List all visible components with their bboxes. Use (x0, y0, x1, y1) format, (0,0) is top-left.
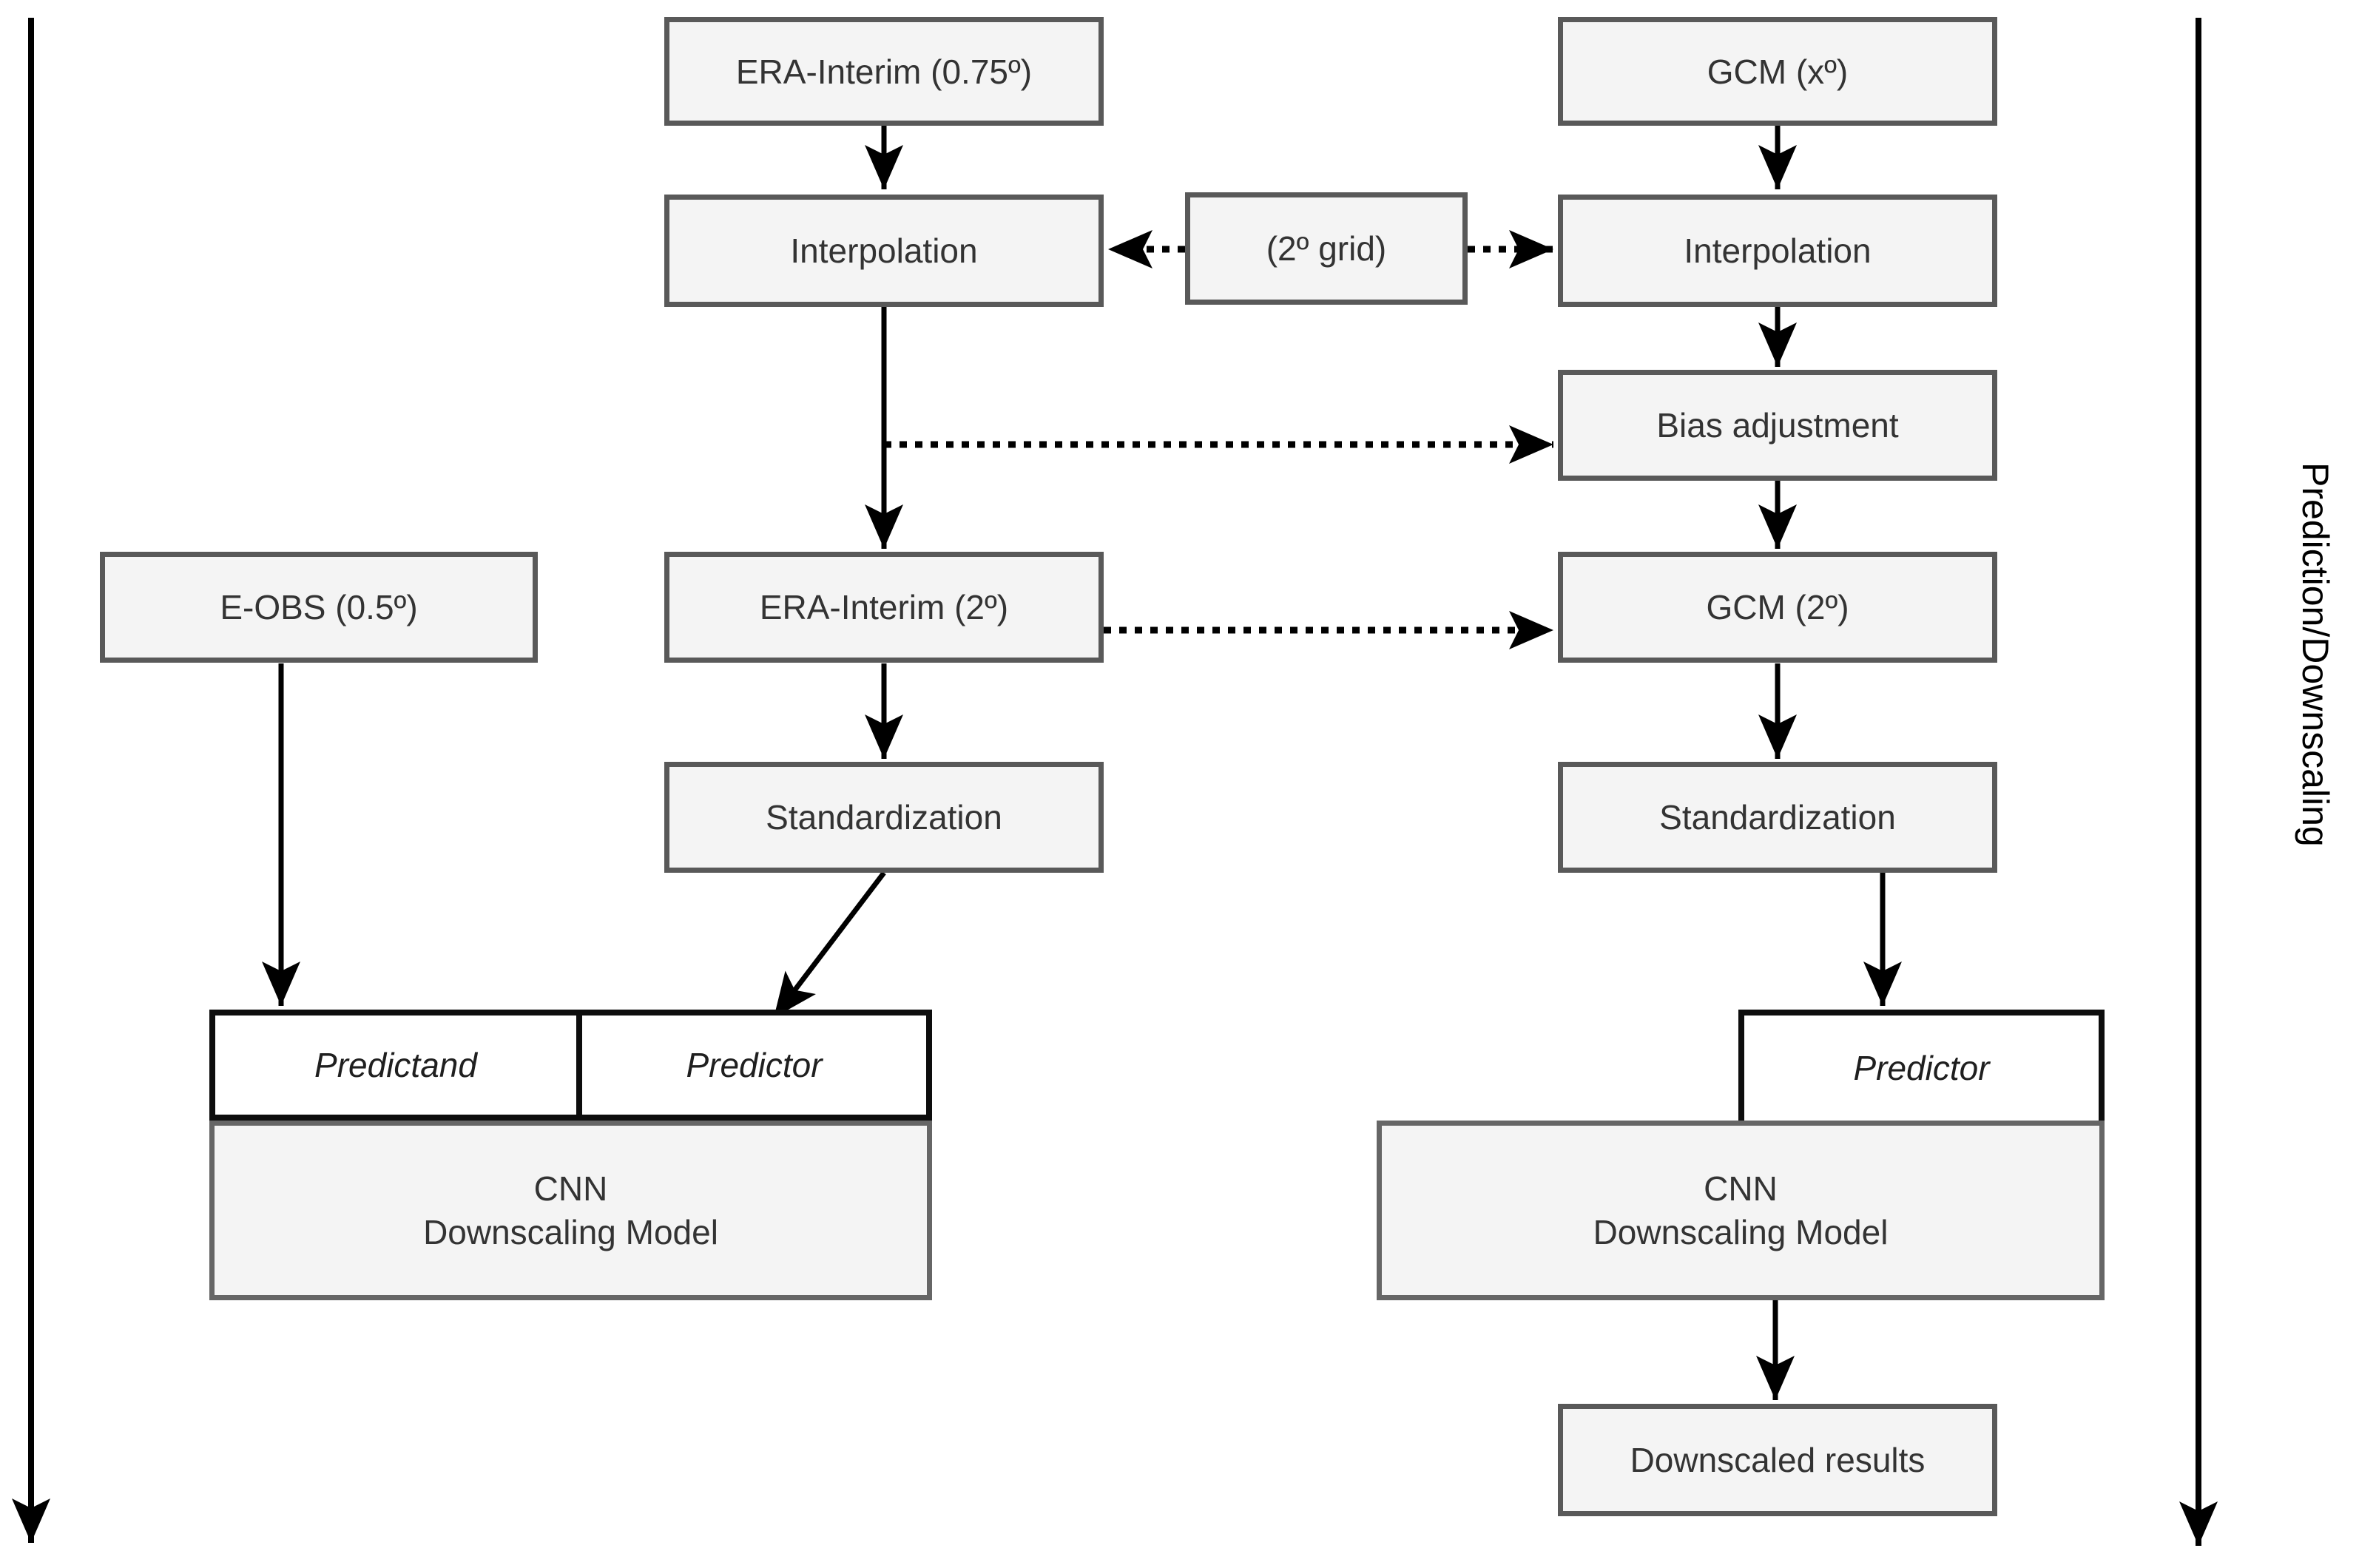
cnn-left-line2: Downscaling Model (423, 1212, 718, 1251)
predictor-left-box: Predictor (576, 1010, 932, 1121)
gcm-2-box: GCM (2º) (1558, 552, 1997, 663)
arrow-standardization-to-predictor-left (772, 871, 886, 1020)
era-interim-2-box: ERA-Interim (2º) (664, 552, 1104, 663)
interpolation-mid-box: Interpolation (664, 195, 1104, 307)
standardization-mid-box: Standardization (664, 762, 1104, 873)
interpolation-right-box: Interpolation (1558, 195, 1997, 307)
era-interim-075-box: ERA-Interim (0.75º) (664, 17, 1104, 126)
predictand-box: Predictand (209, 1010, 582, 1121)
cnn-left-line1: CNN (533, 1169, 608, 1208)
cnn-right-line1: CNN (1704, 1169, 1778, 1208)
downscaled-results-box: Downscaled results (1558, 1404, 1997, 1516)
eobs-box: E-OBS (0.5º) (100, 552, 538, 663)
predictor-right-box: Predictor (1738, 1010, 2105, 1121)
grid-2deg-box: (2º grid) (1185, 192, 1468, 305)
cnn-downscaling-model-left-box: CNN Downscaling Model (209, 1121, 932, 1300)
standardization-right-box: Standardization (1558, 762, 1997, 873)
cnn-downscaling-model-right-box: CNN Downscaling Model (1377, 1121, 2105, 1300)
gcm-x-box: GCM (xº) (1558, 17, 1997, 126)
prediction-downscaling-label: Prediction/Downscaling (2295, 462, 2336, 847)
bias-adjustment-box: Bias adjustment (1558, 370, 1997, 481)
cnn-right-line2: Downscaling Model (1593, 1212, 1889, 1251)
